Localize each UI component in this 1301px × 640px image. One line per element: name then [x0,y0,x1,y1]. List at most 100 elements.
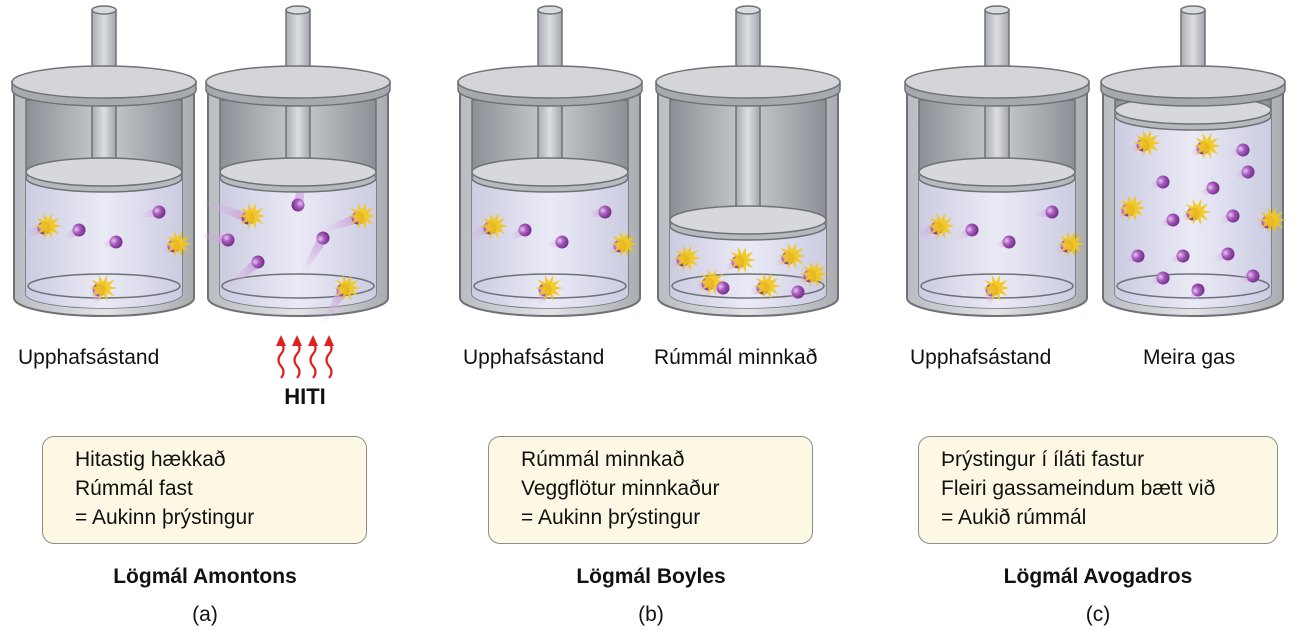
gas-molecule [64,223,86,240]
molecule [1176,249,1190,263]
cylinder-lid [457,65,643,99]
heat-arrow-shaft [293,341,301,379]
gas-volume [472,172,628,308]
piston-cylinder [198,5,391,326]
molecule-trail [321,287,348,326]
info-box-avogadros: Þrýstingur í íláti fastur Fleiri gassame… [918,436,1278,544]
info-line: = Aukið rúmmál [941,506,1087,529]
law-title: Lögmál Amontons [113,565,297,588]
collision-burst [1133,129,1161,157]
cylinder-lid [904,65,1090,99]
panel-label: (c) [1085,603,1111,626]
collision-burst [753,272,781,300]
info-line: Rúmmál fast [75,477,193,500]
molecule [1221,247,1235,261]
piston-cylinder [655,5,841,317]
collision-burst [164,230,192,258]
collision-burst [728,246,756,274]
info-line: Fleiri gassameindum bætt við [941,477,1216,500]
molecule [109,235,123,249]
gas-molecule [547,235,569,249]
heat-arrow-head [308,335,318,346]
cylinder-lid [205,65,391,99]
collision-burst [800,260,828,288]
gas-molecule [1234,165,1255,179]
piston-cylinder [11,5,197,317]
gas-molecule [1149,175,1170,189]
cylinder-floor [473,273,627,299]
gas-molecule [712,281,730,295]
molecule [1226,209,1240,223]
molecule [1236,143,1250,157]
molecule-trail [319,213,360,234]
collision-burst [348,202,376,230]
collision-burst [610,230,638,258]
rod-top [285,5,311,15]
gas-molecule [1229,143,1250,157]
cylinder-lid [1100,65,1286,99]
molecule [791,285,805,299]
gas-volume [919,172,1075,308]
heat-arrow-shaft [277,341,285,379]
rod-top [984,5,1010,15]
piston-cylinder [1100,5,1286,317]
collision-burst [1057,230,1085,258]
collision-burst [480,212,508,240]
info-box-amontons: Hitastig hækkað Rúmmál fast = Aukinn þrý… [42,436,367,544]
inner-rod [735,91,761,221]
molecule [1002,235,1016,249]
molecule [291,198,305,212]
collision-burst [535,274,563,302]
gas-molecule [1239,269,1260,283]
gas-molecule [198,232,235,247]
heat-arrow-shaft [309,341,317,379]
cylinder-floor [221,273,375,299]
gas-molecule [1124,249,1145,263]
collision-burst [982,274,1010,302]
gas-molecule [1159,213,1180,227]
heat-arrows [276,335,334,379]
gas-molecule [226,255,265,290]
piston-face [918,157,1076,187]
gas-volume [26,172,182,308]
info-line: Veggflötur minnkaður [521,477,720,500]
cylinder-caption: Rúmmál minnkað [654,346,818,369]
gas-molecule [957,223,979,240]
collision-burst [1118,194,1146,222]
cylinder-lid [11,65,197,99]
cylinder-floor [920,273,1074,299]
panel-label: (b) [638,603,664,626]
collision-burst [1183,198,1211,226]
cylinder-lid [655,65,841,99]
gas-molecule [1214,247,1235,261]
cylinder-floor [671,273,825,299]
rod-top [91,5,117,15]
collision-burst [1193,132,1221,160]
gas-molecule [586,205,612,219]
collision-burst [927,212,955,240]
law-title: Lögmál Avogadros [1003,565,1193,588]
collision-burst [238,202,266,230]
gas-molecule [301,231,330,274]
molecule [965,223,979,237]
molecule [1045,205,1059,219]
gas-molecule [1033,205,1059,219]
gas-molecule [1149,271,1170,285]
gas-molecule [787,285,805,299]
piston-cylinder [457,5,643,317]
cylinder-caption: Upphafsástand [463,346,605,369]
cylinder-caption: Meira gas [1143,346,1236,369]
info-line: = Aukinn þrýstingur [521,506,701,529]
collision-burst [89,274,117,302]
info-line: Þrýstingur í íláti fastur [941,448,1145,471]
rod-top [735,5,761,15]
piston-cylinder [904,5,1090,317]
molecule [1206,181,1220,195]
gas-molecule [510,223,532,240]
heat-arrow-head [324,335,334,346]
panel-label: (a) [192,603,218,626]
molecule [221,233,235,247]
molecule [1156,271,1170,285]
molecule [598,205,612,219]
